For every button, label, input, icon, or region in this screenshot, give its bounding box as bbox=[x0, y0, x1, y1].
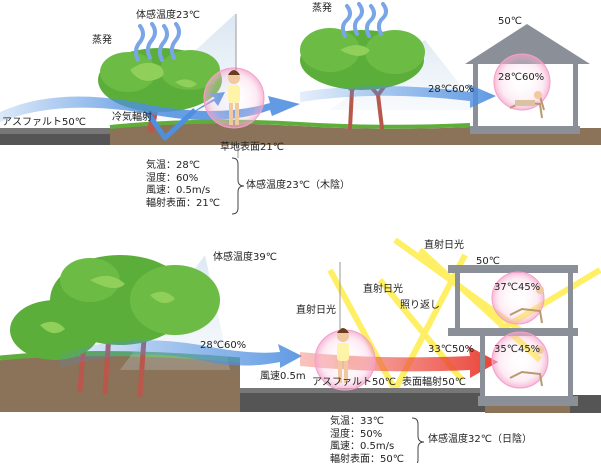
bottom-condition-temp: 気温：33℃ bbox=[330, 416, 404, 429]
top-condition-radiation: 輻射表面：21℃ bbox=[146, 198, 220, 211]
bottom-conditions: 気温：33℃ 湿度：50% 風速：0.5m/s 輻射表面：50℃ bbox=[330, 416, 404, 466]
top-summary: 体感温度23℃（木陰） bbox=[246, 180, 350, 192]
wind-speed-label: 風速0.5m bbox=[260, 371, 306, 383]
direct-sun-label-1: 直射日光 bbox=[296, 305, 336, 317]
reflection-label: 照り返し bbox=[400, 300, 440, 312]
top-brace bbox=[232, 158, 244, 214]
top-felt-temp-label: 体感温度23℃ bbox=[136, 10, 200, 22]
bottom-asphalt-label: アスファルト50℃ bbox=[312, 377, 396, 389]
evaporation-label-right: 蒸発 bbox=[312, 3, 332, 15]
evaporation-label-left: 蒸発 bbox=[92, 35, 112, 47]
top-condition-humidity: 湿度：60% bbox=[146, 173, 220, 186]
heated-air-label: 33℃50% bbox=[428, 344, 474, 356]
bottom-felt-temp-label: 体感温度39℃ bbox=[213, 252, 277, 264]
lower-room-label: 35℃45% bbox=[494, 344, 540, 356]
bottom-condition-radiation: 輻射表面：50℃ bbox=[330, 454, 404, 466]
cool-radiation-label: 冷気輻射 bbox=[112, 112, 152, 124]
top-condition-wind: 風速：0.5m/s bbox=[146, 185, 220, 198]
bottom-condition-humidity: 湿度：50% bbox=[330, 429, 404, 442]
direct-sun-label-3: 直射日光 bbox=[424, 240, 464, 252]
bottom-brace bbox=[412, 418, 424, 463]
top-conditions: 気温：28℃ 湿度：60% 風速：0.5m/s 輻射表面：21℃ bbox=[146, 160, 220, 210]
direct-sun-label-2: 直射日光 bbox=[363, 284, 403, 296]
bottom-condition-wind: 風速：0.5m/s bbox=[330, 441, 404, 454]
bottom-roof-temp-label: 50℃ bbox=[476, 256, 500, 268]
top-roof-temp-label: 50℃ bbox=[498, 16, 522, 28]
top-indoor-label: 28℃60% bbox=[498, 72, 544, 84]
bottom-summary: 体感温度32℃（日陰） bbox=[428, 434, 532, 446]
top-wind-air-label: 28℃60% bbox=[428, 84, 474, 96]
top-person bbox=[204, 68, 264, 128]
top-tree-right bbox=[300, 28, 425, 128]
top-condition-temp: 気温：28℃ bbox=[146, 160, 220, 173]
top-asphalt-label: アスファルト50℃ bbox=[2, 117, 86, 129]
upper-room-label: 37℃45% bbox=[494, 282, 540, 294]
lawn-surface-label: 草地表面21℃ bbox=[220, 142, 284, 154]
bottom-wind-air-label: 28℃60% bbox=[200, 340, 246, 352]
surface-radiation-label: 表面輻射50℃ bbox=[402, 377, 466, 389]
